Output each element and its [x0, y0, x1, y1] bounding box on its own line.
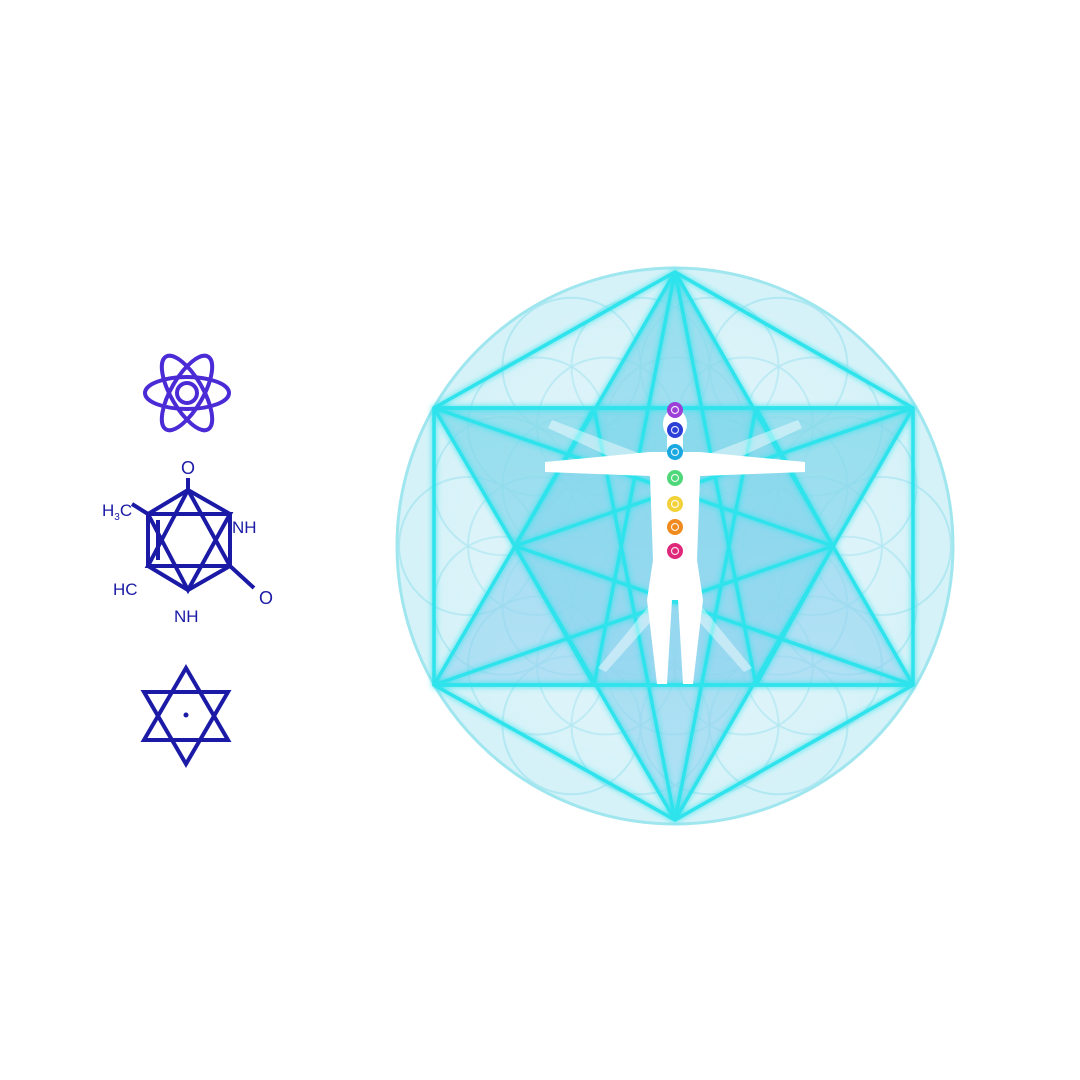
thymine-molecule-icon: O H3C NH HC NH O: [102, 458, 273, 626]
hexagram-down-triangle: [140, 690, 232, 768]
label-nh-bottom: NH: [174, 607, 199, 626]
atom-nucleus: [175, 381, 199, 405]
spoke: [673, 407, 758, 821]
chakra-center: [670, 425, 680, 435]
chakra-center: [670, 405, 680, 415]
chakra-center: [670, 522, 680, 532]
chakra-disc: [667, 470, 683, 486]
molecule-inner-triangle: [144, 485, 234, 568]
down-triangle-fill: [434, 408, 913, 820]
spoke: [514, 406, 914, 548]
chakra-center: [670, 447, 680, 457]
chakra-solar-plexus-icon: [667, 496, 683, 512]
chakra-heart-icon: [667, 470, 683, 486]
atom-orbit: [143, 375, 231, 411]
chakra-crown-icon: [667, 402, 683, 418]
chakra-throat-icon: [667, 444, 683, 460]
chakra-third-eye-icon: [667, 422, 683, 438]
chakra-sacral-icon: [667, 519, 683, 535]
label-o-top: O: [181, 458, 195, 478]
chakra-center: [670, 546, 680, 556]
spoke: [433, 406, 834, 548]
atom-orbit: [159, 353, 215, 433]
label-o-right: O: [259, 588, 273, 608]
label-nh-top: NH: [232, 518, 257, 537]
chakra-center: [670, 473, 680, 483]
chakra-center: [670, 499, 680, 509]
figure-body: [545, 452, 805, 684]
star-of-david-icon: [140, 664, 232, 768]
hexagram-up-triangle: [140, 664, 232, 742]
bond-methyl: [130, 502, 150, 516]
spoke: [673, 271, 758, 686]
chakra-disc: [667, 444, 683, 460]
atom-icon: [143, 353, 231, 433]
chakra-disc: [667, 496, 683, 512]
molecule-inner-triangle: [144, 512, 234, 595]
chakra-column: [667, 402, 683, 559]
outer-ring: [395, 266, 955, 826]
spoke: [433, 544, 834, 687]
atom-orbit: [159, 353, 215, 433]
chakra-disc: [667, 519, 683, 535]
bond-o-right: [228, 564, 256, 590]
label-hc: HC: [113, 580, 138, 599]
vitruvian-man-icon: [545, 402, 805, 684]
chakra-disc: [667, 422, 683, 438]
hexagram-center-dot: [183, 712, 189, 718]
chakra-root-icon: [667, 543, 683, 559]
chakra-disc: [667, 402, 683, 418]
spoke: [514, 544, 914, 687]
chakra-disc: [667, 543, 683, 559]
label-methyl: H3C: [102, 501, 132, 523]
